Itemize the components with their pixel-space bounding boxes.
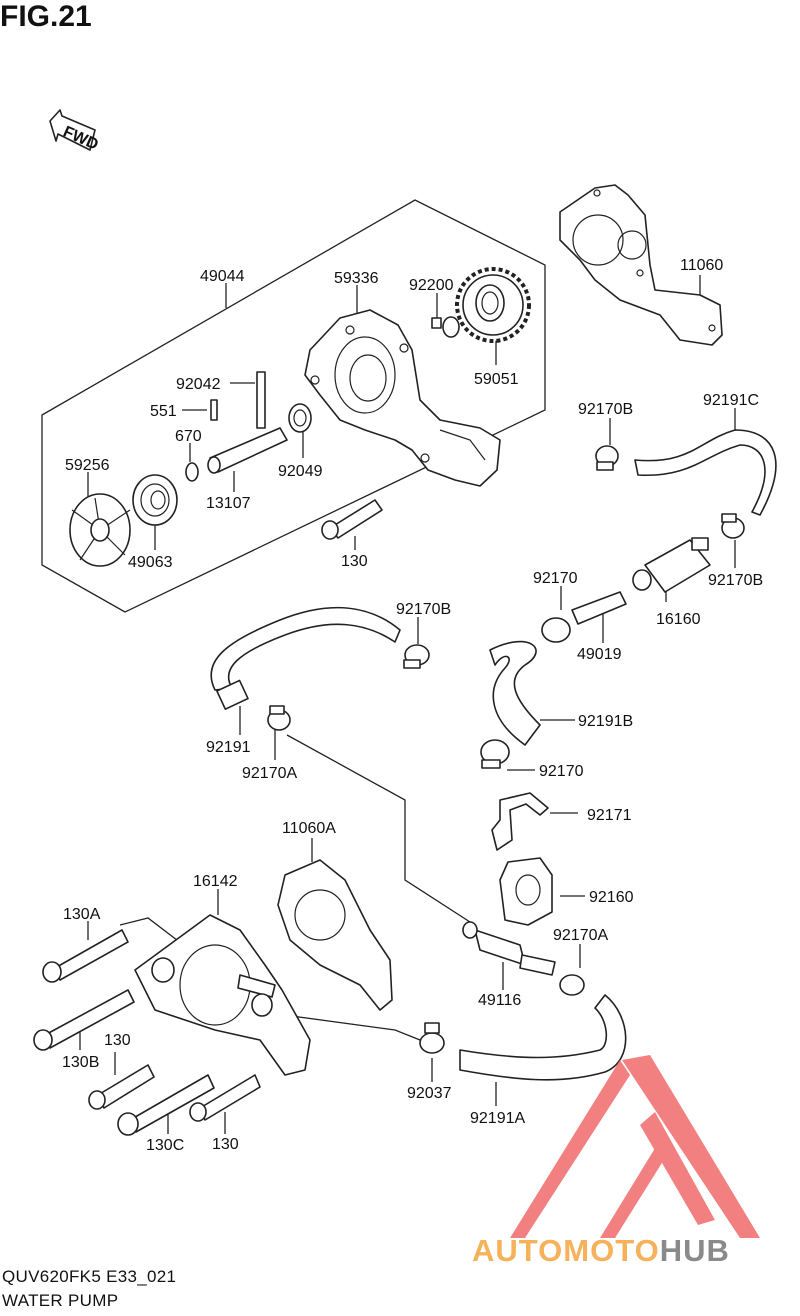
bracket-92171 [491, 792, 549, 851]
union-16160 [632, 537, 711, 593]
label-92037: 92037 [407, 1085, 452, 1102]
shaft-13107 [209, 427, 288, 473]
label-92191c: 92191C [703, 392, 759, 409]
clamp-92170a-a [267, 705, 291, 731]
label-92170-b: 92170 [539, 763, 584, 780]
clamp-92170-a [541, 617, 571, 643]
clamp-92037 [419, 1022, 445, 1054]
figure-title: FIG.21 [0, 0, 92, 33]
label-16160: 16160 [656, 611, 701, 628]
bolt-130a [42, 929, 129, 983]
label-130-c: 130 [212, 1136, 239, 1153]
label-130-top: 130 [341, 553, 368, 570]
pipe-49116 [462, 921, 556, 976]
label-59256: 59256 [65, 457, 110, 474]
washer-92200 [442, 316, 460, 338]
label-92200: 92200 [409, 277, 454, 294]
fwd-arrow-icon: FWD [49, 109, 101, 154]
seal-92049 [288, 403, 312, 433]
label-551: 551 [150, 403, 177, 420]
label-49019: 49019 [577, 646, 622, 663]
label-92170-a: 92170 [533, 570, 578, 587]
label-92191b: 92191B [578, 713, 633, 730]
brand-part2: HUB [659, 1233, 730, 1268]
hose-92191b [489, 640, 541, 746]
clamp-92170b-c [403, 644, 430, 669]
label-92191a: 92191A [470, 1110, 525, 1127]
label-130b: 130B [62, 1054, 99, 1071]
impeller-59256 [69, 493, 131, 567]
bolt-130-c [189, 1074, 261, 1122]
bolt-130-b [88, 1064, 155, 1110]
brand-part1: AUTOMOTO [472, 1233, 660, 1268]
gasket-11060 [559, 184, 723, 346]
label-92170b-a: 92170B [578, 401, 633, 418]
label-130c: 130C [146, 1137, 184, 1154]
oring-670 [185, 462, 199, 482]
clamp-92170b-a [595, 445, 619, 471]
label-92171: 92171 [587, 807, 632, 824]
clamp-92170-b [480, 739, 510, 769]
label-49116: 49116 [478, 992, 521, 1009]
pin-551 [210, 399, 218, 421]
label-49044: 49044 [200, 268, 245, 285]
label-49063: 49063 [128, 554, 173, 571]
label-92049: 92049 [278, 463, 323, 480]
key-92200 [431, 317, 442, 329]
label-130a: 130A [63, 906, 101, 923]
label-130-b: 130 [104, 1032, 131, 1049]
diagram-caption: WATER PUMP [2, 1291, 119, 1310]
gear-59051 [455, 267, 531, 343]
hose-92191c [634, 429, 777, 516]
hose-92191 [210, 606, 401, 691]
pipe-49019 [571, 591, 627, 625]
label-670: 670 [175, 428, 202, 445]
label-92170a-a: 92170A [242, 765, 297, 782]
label-59336: 59336 [334, 270, 379, 287]
bolt-130b [33, 989, 135, 1051]
cushion-92160 [499, 857, 553, 926]
label-92160: 92160 [589, 889, 634, 906]
watermark-logo [510, 1055, 760, 1238]
clamp-92170b-b [721, 513, 745, 539]
label-11060: 11060 [680, 257, 723, 274]
pin-92042 [256, 371, 266, 429]
label-13107: 13107 [206, 495, 251, 512]
pump-housing-59336 [304, 309, 501, 487]
bolt-130-top [321, 499, 383, 540]
clamp-92170a-b [559, 974, 585, 996]
brand-watermark: AUTOMOTOHUB [472, 1233, 730, 1269]
pump-assembly-outline [41, 199, 546, 613]
label-16142: 16142 [193, 873, 238, 890]
bolt-130c [117, 1074, 215, 1136]
hose-92191a [459, 994, 627, 1081]
model-code: QUV620FK5 E33_021 [2, 1267, 177, 1286]
label-11060a: 11060A [282, 820, 336, 837]
label-92191: 92191 [206, 739, 251, 756]
cover-16142 [134, 914, 311, 1076]
label-59051: 59051 [474, 371, 519, 388]
part-labels: 49044 59336 92200 59051 11060 92042 551 … [62, 257, 763, 1154]
label-92170a-b: 92170A [553, 927, 608, 944]
label-92042: 92042 [176, 376, 221, 393]
mechanical-seal-49063 [132, 474, 178, 526]
label-92170b-c: 92170B [396, 601, 451, 618]
label-92170b-b: 92170B [708, 572, 763, 589]
